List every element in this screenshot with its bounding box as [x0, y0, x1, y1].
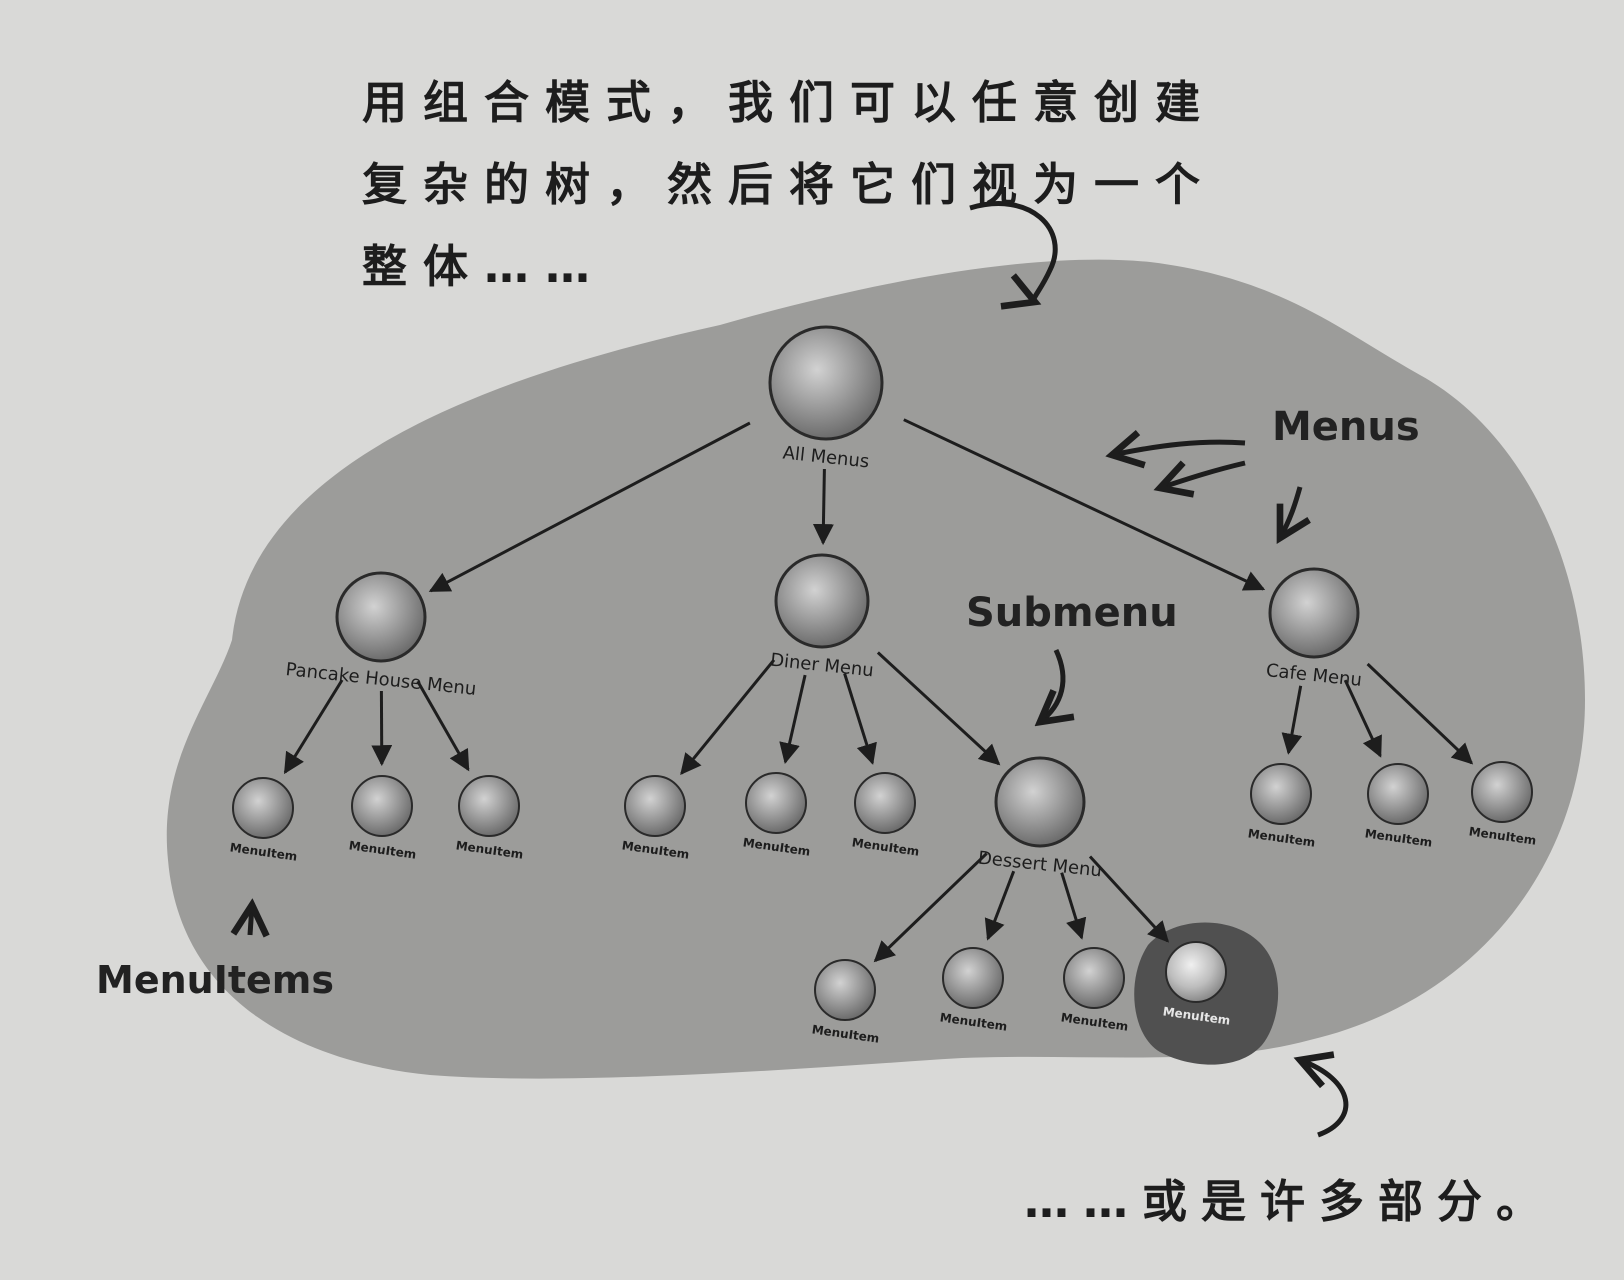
edge-cafe-menu-to-child — [1366, 662, 1474, 765]
edge-cafe-menu-to-child — [1343, 679, 1382, 758]
menuitem-node: MenuItem — [811, 959, 880, 1046]
menuitem-node: MenuItem — [348, 775, 417, 862]
edge-cafe-menu-to-child — [1281, 685, 1303, 755]
callout-submenu: Submenu — [966, 590, 1178, 636]
cafe-menu-node: Cafe Menu — [1265, 567, 1363, 691]
caption-top: 用组合模式，我们可以任意创建 复杂的树，然后将它们视为一个 整体…… — [362, 62, 1216, 308]
menuitem-node-circle — [854, 772, 916, 834]
caption-bottom: ……或是许多部分。 — [1024, 1175, 1556, 1228]
edge-all-menus-to-child — [812, 468, 834, 546]
edge-diner-menu-to-child — [876, 651, 1001, 766]
diner-menu-node: Diner Menu — [769, 553, 875, 681]
menuitem-node-circle — [351, 775, 413, 837]
menuitem-node-circle — [1063, 947, 1125, 1009]
menuitem-node-circle — [942, 947, 1004, 1009]
menuitem-node: MenuItem — [229, 777, 298, 864]
diner-menu-node-circle — [774, 553, 870, 649]
cafe-menu-node-circle — [1268, 567, 1360, 659]
all-menus-node: All Menus — [768, 325, 884, 472]
caption-top-line2: 复杂的树，然后将它们视为一个 — [362, 158, 1217, 211]
menuitem-node-circle — [1367, 763, 1429, 825]
menuitem-node-circle — [814, 959, 876, 1021]
menuitem-node: MenuItem — [455, 775, 524, 862]
callout-arrow-menuitems-icon — [250, 905, 252, 935]
callout-arrow-menus-left2-icon — [1160, 463, 1246, 488]
menuitem-node: MenuItem — [1364, 763, 1433, 850]
dessert-menu-node-circle — [994, 756, 1086, 848]
callout-arrow-top-icon — [969, 201, 1058, 302]
menuitem-node: MenuItem — [1468, 761, 1537, 848]
edge-dessert-menu-to-child — [984, 870, 1016, 941]
all-menus-node-circle — [768, 325, 884, 441]
menuitem-node: MenuItem — [1060, 947, 1129, 1034]
menuitem-node-circle — [624, 775, 686, 837]
edge-dessert-menu-to-child — [1088, 855, 1170, 943]
edge-pancake-house-menu-to-child — [283, 679, 344, 775]
menuitem-node: MenuItem — [1162, 941, 1231, 1028]
edge-all-menus-to-child — [903, 418, 1266, 591]
callout-menuitems: MenuItems — [96, 958, 334, 1002]
edge-diner-menu-to-child — [779, 674, 807, 765]
menuitem-node-circle — [1165, 941, 1227, 1003]
menuitem-node-circle — [745, 772, 807, 834]
edge-dessert-menu-to-child — [1060, 872, 1087, 940]
menuitem-node: MenuItem — [1247, 763, 1316, 850]
pancake-house-menu-node-circle — [335, 571, 427, 663]
callout-arrow-menus-down-icon — [1280, 486, 1300, 538]
tree-edges — [283, 418, 1474, 963]
menuitem-node-circle — [458, 775, 520, 837]
edge-diner-menu-to-child — [843, 673, 877, 765]
caption-top-line1: 用组合模式，我们可以任意创建 — [362, 76, 1217, 129]
edge-all-menus-to-child — [428, 421, 751, 593]
callout-menus: Menus — [1272, 404, 1420, 450]
callout-arrow-menus-left-icon — [1112, 442, 1246, 455]
edge-diner-menu-to-child — [680, 658, 776, 776]
menuitem-node: MenuItem — [621, 775, 690, 862]
menuitem-node: MenuItem — [851, 772, 920, 859]
callout-arrow-parts-icon — [1300, 1060, 1349, 1138]
caption-top-line3: 整体…… — [362, 240, 607, 293]
menuitem-node: MenuItem — [939, 947, 1008, 1034]
callout-arrow-submenu-icon — [1040, 648, 1063, 722]
menuitem-node-circle — [232, 777, 294, 839]
edge-pancake-house-menu-to-child — [416, 680, 470, 772]
menuitem-node-circle — [1250, 763, 1312, 825]
menuitem-node-circle — [1471, 761, 1533, 823]
edge-dessert-menu-to-child — [873, 852, 988, 963]
menuitem-node: MenuItem — [742, 772, 811, 859]
